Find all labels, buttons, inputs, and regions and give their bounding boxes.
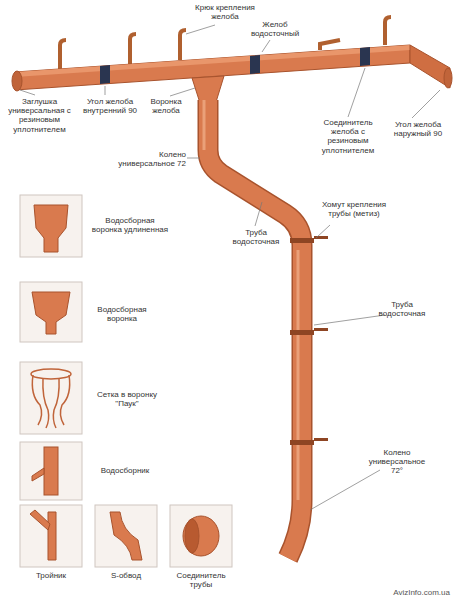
- end-cap: [444, 68, 452, 88]
- downpipe-outline: [208, 100, 302, 558]
- part-label: Угол желоба наружный 90: [386, 120, 450, 138]
- part-label: Водосборная воронка удлиненная: [90, 216, 170, 234]
- gutter-seals: [100, 47, 370, 84]
- part-boxes: [20, 195, 232, 567]
- part-label: S-обвод: [93, 571, 159, 580]
- part-label: Водосборная воронка: [90, 305, 154, 323]
- part-label: Хомут крепления трубы (метиз): [318, 200, 390, 218]
- part-label: Колено универсальное 72: [118, 150, 186, 168]
- gutter-rim: [15, 45, 410, 77]
- part-label: Соединитель трубы: [166, 571, 236, 589]
- part-label: Труба водосточная: [372, 300, 432, 318]
- part-label: Водосборник: [90, 466, 160, 475]
- part-label: Тройник: [16, 571, 86, 580]
- pipe-highlight: [204, 100, 298, 500]
- part-label: Труба водосточная: [228, 228, 284, 246]
- leader-lines: [20, 25, 440, 510]
- part-label: Сетка в воронку "Паук": [90, 390, 164, 408]
- part-label: Заглушка универсальная с резиновым уплот…: [2, 97, 77, 134]
- part-label: Воронка желоба: [143, 97, 189, 115]
- spider-mesh: [31, 369, 71, 428]
- part-label: Желоб водосточный: [245, 20, 305, 38]
- pipe-clamps: [290, 236, 328, 445]
- downpipe: [208, 100, 302, 558]
- gutter-funnel: [192, 76, 224, 103]
- part-label: Угол желоба внутренний 90: [80, 97, 140, 115]
- watermark: AvizInfo.com.ua: [370, 588, 450, 597]
- part-label: Крюк крепления желоба: [195, 3, 255, 21]
- part-icons: [30, 205, 219, 560]
- end-cap: [12, 71, 22, 91]
- part-label: Колено универсальное 72°: [362, 448, 432, 476]
- part-label: Соединитель желоба с резиновым уплотните…: [312, 118, 384, 155]
